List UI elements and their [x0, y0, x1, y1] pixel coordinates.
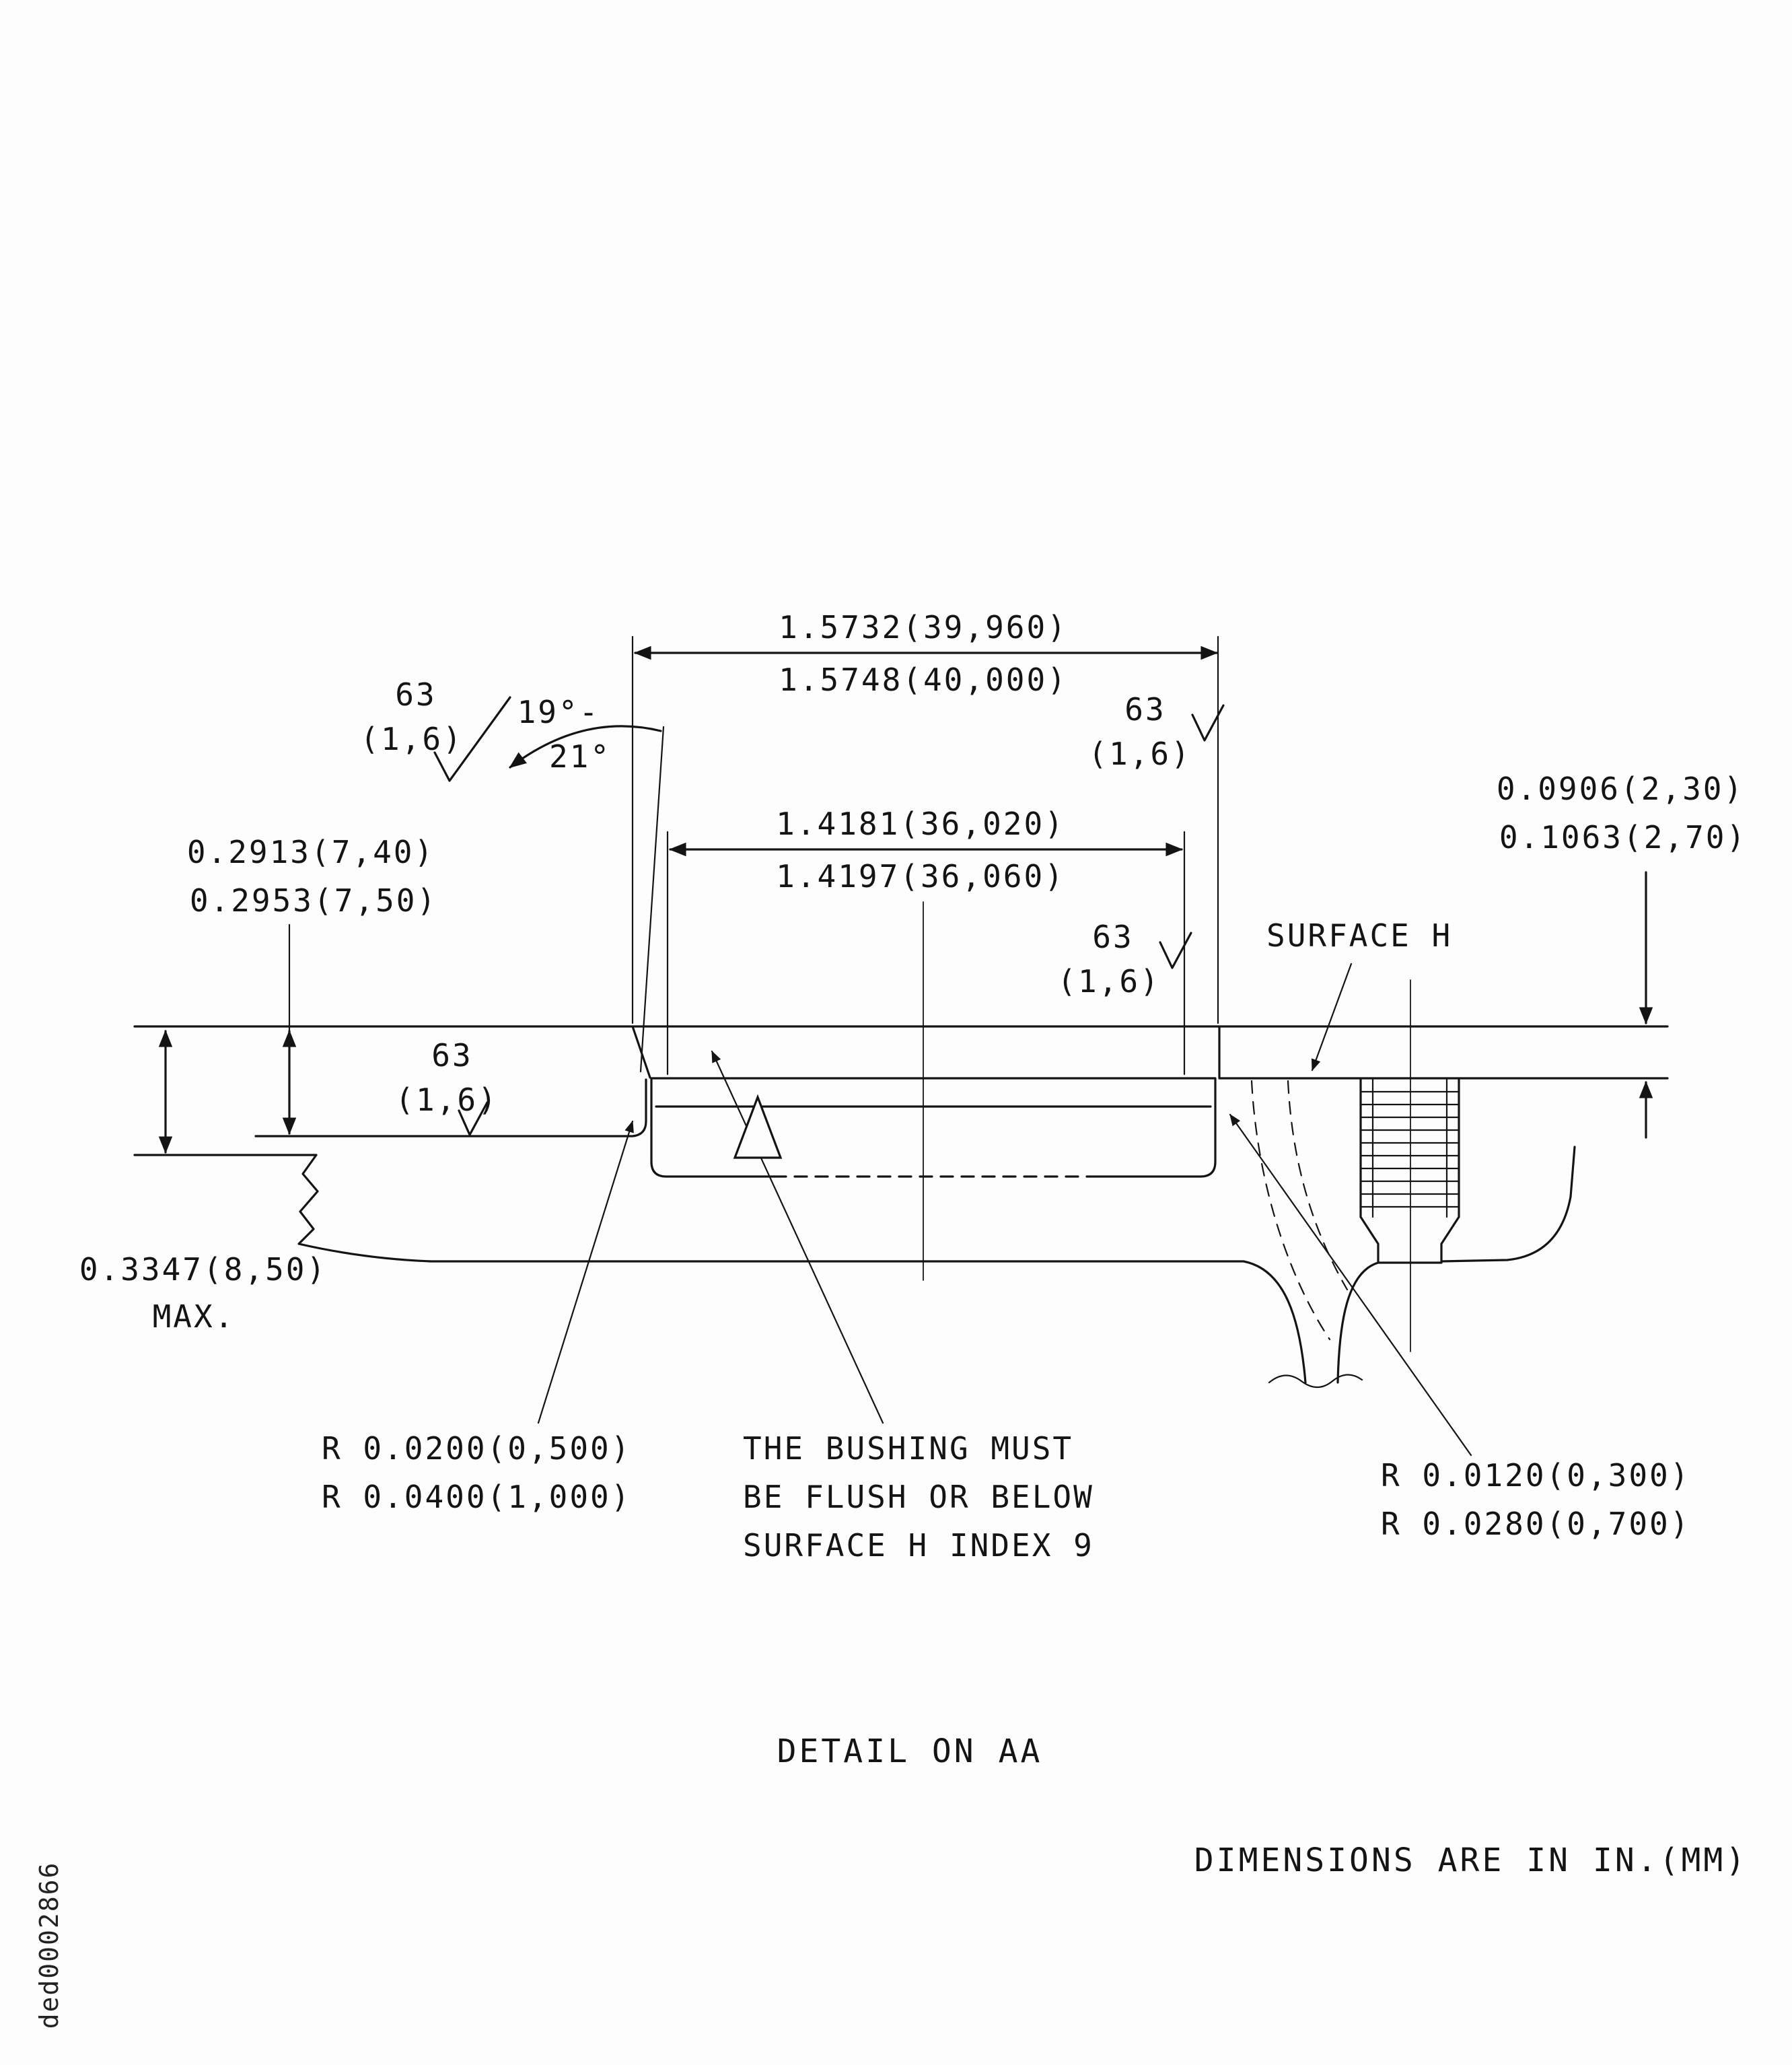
- surface-finish-icon: [1159, 932, 1192, 969]
- document-id: ded0002866: [34, 1862, 64, 2029]
- units-note: DIMENSIONS ARE IN IN.(MM): [1194, 1842, 1748, 1879]
- hidden-lines: [1250, 1080, 1349, 1341]
- radius-right-max: R 0.0280(0,700): [1381, 1506, 1690, 1542]
- dim-inner-width-min: 1.4181(36,020): [776, 806, 1065, 842]
- chamfer-angle-line1: 19°-: [517, 694, 600, 730]
- dim-max-depth-suffix: MAX.: [153, 1298, 236, 1335]
- part-outline: [133, 1025, 1669, 1384]
- bushing-note-leader: [711, 1050, 884, 1424]
- angle-arc: [509, 725, 662, 769]
- surface-finish-icon: [458, 1101, 489, 1136]
- thread-hatch: [1359, 1077, 1460, 1218]
- bushing-note-line2: BE FLUSH OR BELOW: [743, 1479, 1094, 1515]
- surface-finish-value: 63: [395, 676, 436, 713]
- annotations: SURFACE H THE BUSHING MUST BE FLUSH OR B…: [34, 917, 1748, 2029]
- surface-h-label: SURFACE H: [1266, 917, 1452, 954]
- dim-left-depth-min: 0.2913(7,40): [187, 834, 435, 870]
- radius-left-min: R 0.0200(0,500): [322, 1430, 631, 1467]
- radius-right-leader: [1229, 1113, 1472, 1457]
- drawing-title: DETAIL ON AA: [777, 1733, 1043, 1770]
- dim-inner-width-max: 1.4197(36,060): [776, 858, 1065, 895]
- dim-max-depth-value: 0.3347(8,50): [79, 1251, 327, 1288]
- bushing-note-line1: THE BUSHING MUST: [743, 1430, 1073, 1467]
- chamfer-angle-line2: 21°: [549, 738, 611, 775]
- surface-finish-callouts: 63 (1,6) 63 (1,6) 63 (1,6) 63 (1,6): [360, 676, 1191, 1118]
- dim-outer-width-max: 1.5748(40,000): [779, 662, 1068, 698]
- bushing-outline: [650, 1077, 1217, 1178]
- dim-left-depth-max: 0.2953(7,50): [190, 882, 437, 919]
- centerlines: [923, 901, 1411, 1352]
- dimension-text: 1.5732(39,960) 1.5748(40,000) 1.4181(36,…: [79, 609, 1747, 1542]
- surface-finish-metric: (1,6): [360, 721, 463, 757]
- radius-left-leader: [537, 1120, 634, 1424]
- index-flag-triangle: [733, 1094, 783, 1159]
- dim-recess-depth-min: 0.0906(2,30): [1497, 771, 1744, 807]
- surface-finish-icon: [433, 696, 511, 782]
- surface-finish-value: 63: [431, 1037, 472, 1074]
- break-line-bottom: [1268, 1374, 1363, 1389]
- extension-lines: [631, 635, 1219, 1076]
- radius-right-min: R 0.0120(0,300): [1381, 1457, 1690, 1494]
- surface-finish-metric: (1,6): [1057, 963, 1160, 1000]
- surface-finish-metric: (1,6): [1088, 736, 1191, 772]
- surface-finish-value: 63: [1124, 691, 1166, 728]
- radius-left-max: R 0.0400(1,000): [322, 1479, 631, 1515]
- surface-finish-metric: (1,6): [395, 1082, 498, 1118]
- dimension-graphics: [158, 635, 1653, 1457]
- bushing-note-line3: SURFACE H INDEX 9: [743, 1527, 1094, 1564]
- part-cross-section: [133, 901, 1669, 1389]
- surface-finish-value: 63: [1092, 919, 1133, 955]
- chamfer-leader: [639, 726, 665, 1073]
- dim-outer-width-min: 1.5732(39,960): [779, 609, 1068, 645]
- dim-recess-depth-max: 0.1063(2,70): [1499, 819, 1747, 855]
- surface-finish-icon: [1191, 704, 1225, 742]
- surface-h-leader: [1311, 963, 1353, 1072]
